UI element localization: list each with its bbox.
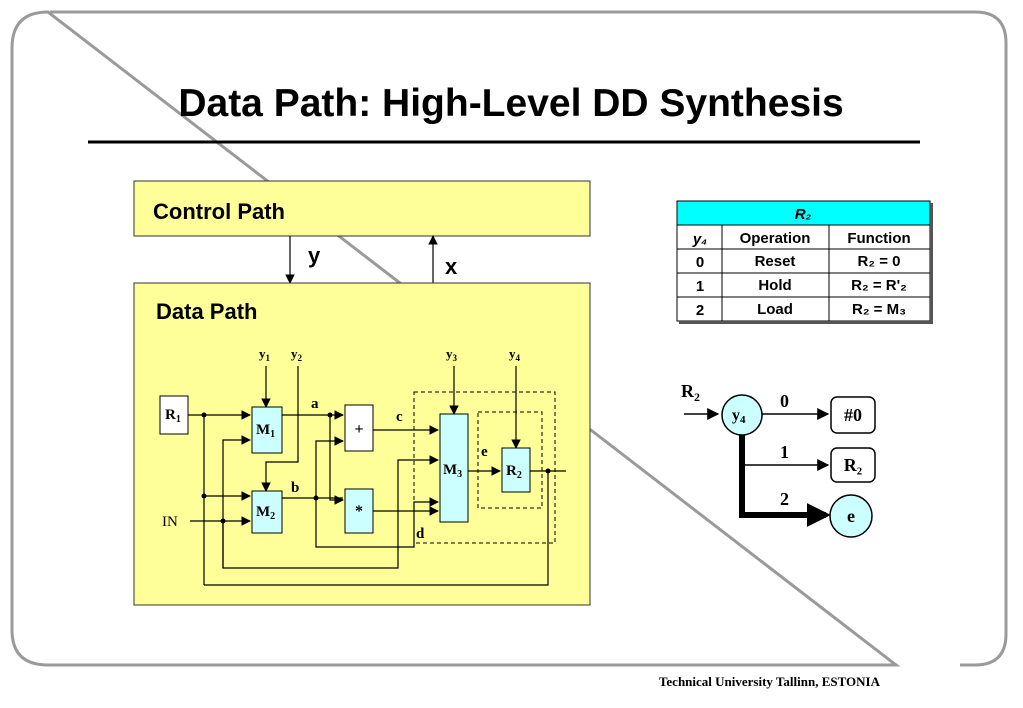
adder-symbol: + — [354, 421, 363, 438]
control-path-box — [133, 180, 591, 237]
wire-e-label: e — [481, 444, 488, 460]
junction-r1-m2 — [201, 493, 207, 499]
page-title: Data Path: High-Level DD Synthesis — [178, 82, 843, 125]
table-col-y4: y₄ — [692, 231, 707, 248]
mux-m2-label: M2 — [256, 504, 275, 522]
table-cell: 2 — [696, 302, 704, 319]
mux-m2 — [251, 490, 283, 534]
table-cell: R₂ = R'₂ — [851, 277, 907, 294]
control-y4-label: y4 — [509, 346, 521, 363]
multiplier-block — [344, 488, 374, 534]
wire-c-label: c — [396, 409, 403, 425]
dd-edge-1-label: 1 — [780, 442, 789, 462]
slide-frame — [10, 10, 1008, 667]
dd-terminal-r2 — [830, 447, 876, 483]
data-path-label: Data Path — [156, 299, 257, 324]
mux-m3-label: M3 — [443, 462, 462, 480]
x-signal-label: x — [445, 254, 458, 279]
table-cell: Reset — [755, 253, 796, 270]
function-table: R₂ y₄ Operation Function 0 Reset R₂ = 0 … — [676, 200, 933, 324]
mux-m1-label: M1 — [256, 422, 275, 440]
control-y2-label: y2 — [291, 346, 303, 363]
table-col-function: Function — [847, 230, 910, 247]
table-cell: 0 — [696, 254, 704, 271]
dd-terminal-zero-label: #0 — [844, 405, 862, 425]
wire-b-label: b — [291, 480, 299, 496]
dd-edge-2 — [739, 435, 831, 527]
table-cell: R₂ = M₃ — [852, 301, 906, 318]
y-signal-label: y — [308, 243, 321, 268]
mux-m1 — [251, 406, 283, 454]
register-r1 — [159, 395, 189, 435]
table-header: R₂ — [795, 206, 812, 223]
dd-node-y4-label: y4 — [732, 407, 746, 426]
table-col-operation: Operation — [740, 230, 811, 247]
dd-root-label: R2 — [681, 381, 700, 404]
adder-block — [344, 404, 374, 452]
table-cell: 1 — [696, 278, 704, 295]
mux-m3 — [439, 413, 469, 523]
control-y1-label: y1 — [259, 346, 271, 363]
wire-a-label: a — [311, 396, 319, 412]
control-y3-label: y3 — [446, 346, 458, 363]
junction-r2 — [545, 468, 551, 474]
register-r2-label: R2 — [506, 463, 522, 481]
dd-terminal-e — [829, 494, 873, 538]
dd-terminal-r2-label: R₂ — [844, 455, 862, 475]
r2-boundary — [477, 411, 543, 509]
wire-d-label: d — [416, 526, 425, 542]
wire-a-to-mult — [329, 415, 344, 505]
feedback-to-m1-wire — [222, 435, 251, 568]
wire-b-to-adder — [315, 436, 344, 498]
m3-r2-group-boundary — [413, 391, 556, 544]
table-cell: Hold — [758, 277, 791, 294]
table-cell: R₂ = 0 — [858, 253, 901, 270]
multiplier-symbol: * — [355, 503, 363, 520]
dd-edge-2-label: 2 — [780, 489, 789, 509]
footer-text: Technical University Tallinn, ESTONIA — [658, 674, 880, 689]
register-r1-label: R1 — [165, 407, 181, 425]
input-in-label: IN — [162, 514, 178, 530]
table-cell: Load — [757, 301, 793, 318]
wire-b-to-m3 — [315, 497, 439, 548]
control-path-label: Control Path — [153, 199, 285, 224]
register-r2 — [501, 447, 531, 493]
dd-terminal-e-label: e — [847, 506, 855, 526]
dd-edge-0-label: 0 — [780, 391, 789, 411]
control-y2-wire — [261, 366, 299, 492]
r1-bus-to-r2 — [204, 471, 549, 586]
dd-terminal-zero — [830, 396, 876, 434]
